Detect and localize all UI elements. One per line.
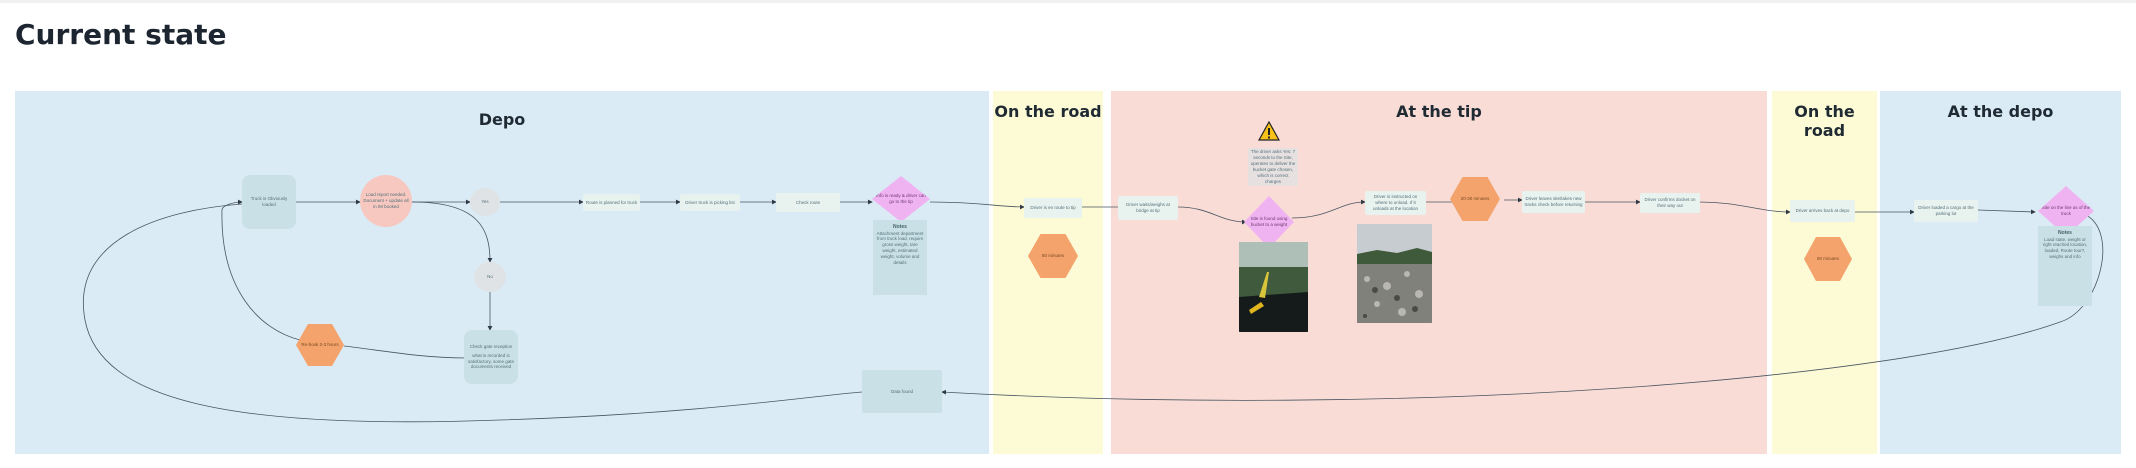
node-confirms-docket[interactable]: Driver confirms docket on their way out: [1640, 193, 1700, 213]
node-notes-2[interactable]: Notes Load state, weight or right reache…: [2038, 226, 2092, 306]
node-data-found[interactable]: Data found: [862, 370, 942, 413]
tip-site-photo: [1357, 224, 1432, 323]
node-driver-asks[interactable]: The driver asks Yes: 7 seconds to the Si…: [1248, 148, 1298, 186]
warning-triangle-icon: [1258, 121, 1280, 141]
node-decision-no[interactable]: No: [474, 262, 506, 292]
node-unload-instructed[interactable]: Driver is instructed on where to unload.…: [1365, 191, 1426, 215]
node-notes-1[interactable]: Notes Attachment department from truck l…: [873, 220, 927, 295]
node-picking-list[interactable]: Driver truck is picking list: [680, 194, 740, 211]
node-leaves-site[interactable]: Driver leaves site/takes new tracks chec…: [1522, 191, 1585, 213]
node-load-report[interactable]: Load report needed. Document + update al…: [360, 175, 412, 227]
node-weigh-bridge[interactable]: Driver waits/weighs at bridge at tip: [1118, 196, 1178, 220]
node-decision-yes[interactable]: Yes: [470, 188, 500, 216]
node-check-route[interactable]: Check route: [776, 193, 840, 212]
gate-reception-title: Check gate reception: [470, 344, 513, 350]
notes-2-text: Load state, weight or right reached loca…: [2040, 237, 2090, 260]
node-truck-loaded[interactable]: Truck is Obviously loaded: [242, 175, 296, 229]
node-cargo-parking[interactable]: Driver loaded a cargo at the parking lot: [1914, 200, 1978, 222]
node-arrives-back[interactable]: Driver arrives back at depo: [1790, 200, 1855, 222]
node-en-route[interactable]: Driver is en route to tip: [1024, 198, 1082, 218]
node-gate-reception[interactable]: Check gate reception what is recorded is…: [464, 330, 518, 384]
gate-reception-sub: what is recorded is satisfactory, some g…: [466, 353, 516, 371]
node-route-planned[interactable]: Route is planned for truck: [583, 194, 640, 211]
dashcam-photo: [1239, 242, 1308, 332]
notes-1-text: Attachment department from truck load, r…: [875, 231, 925, 266]
